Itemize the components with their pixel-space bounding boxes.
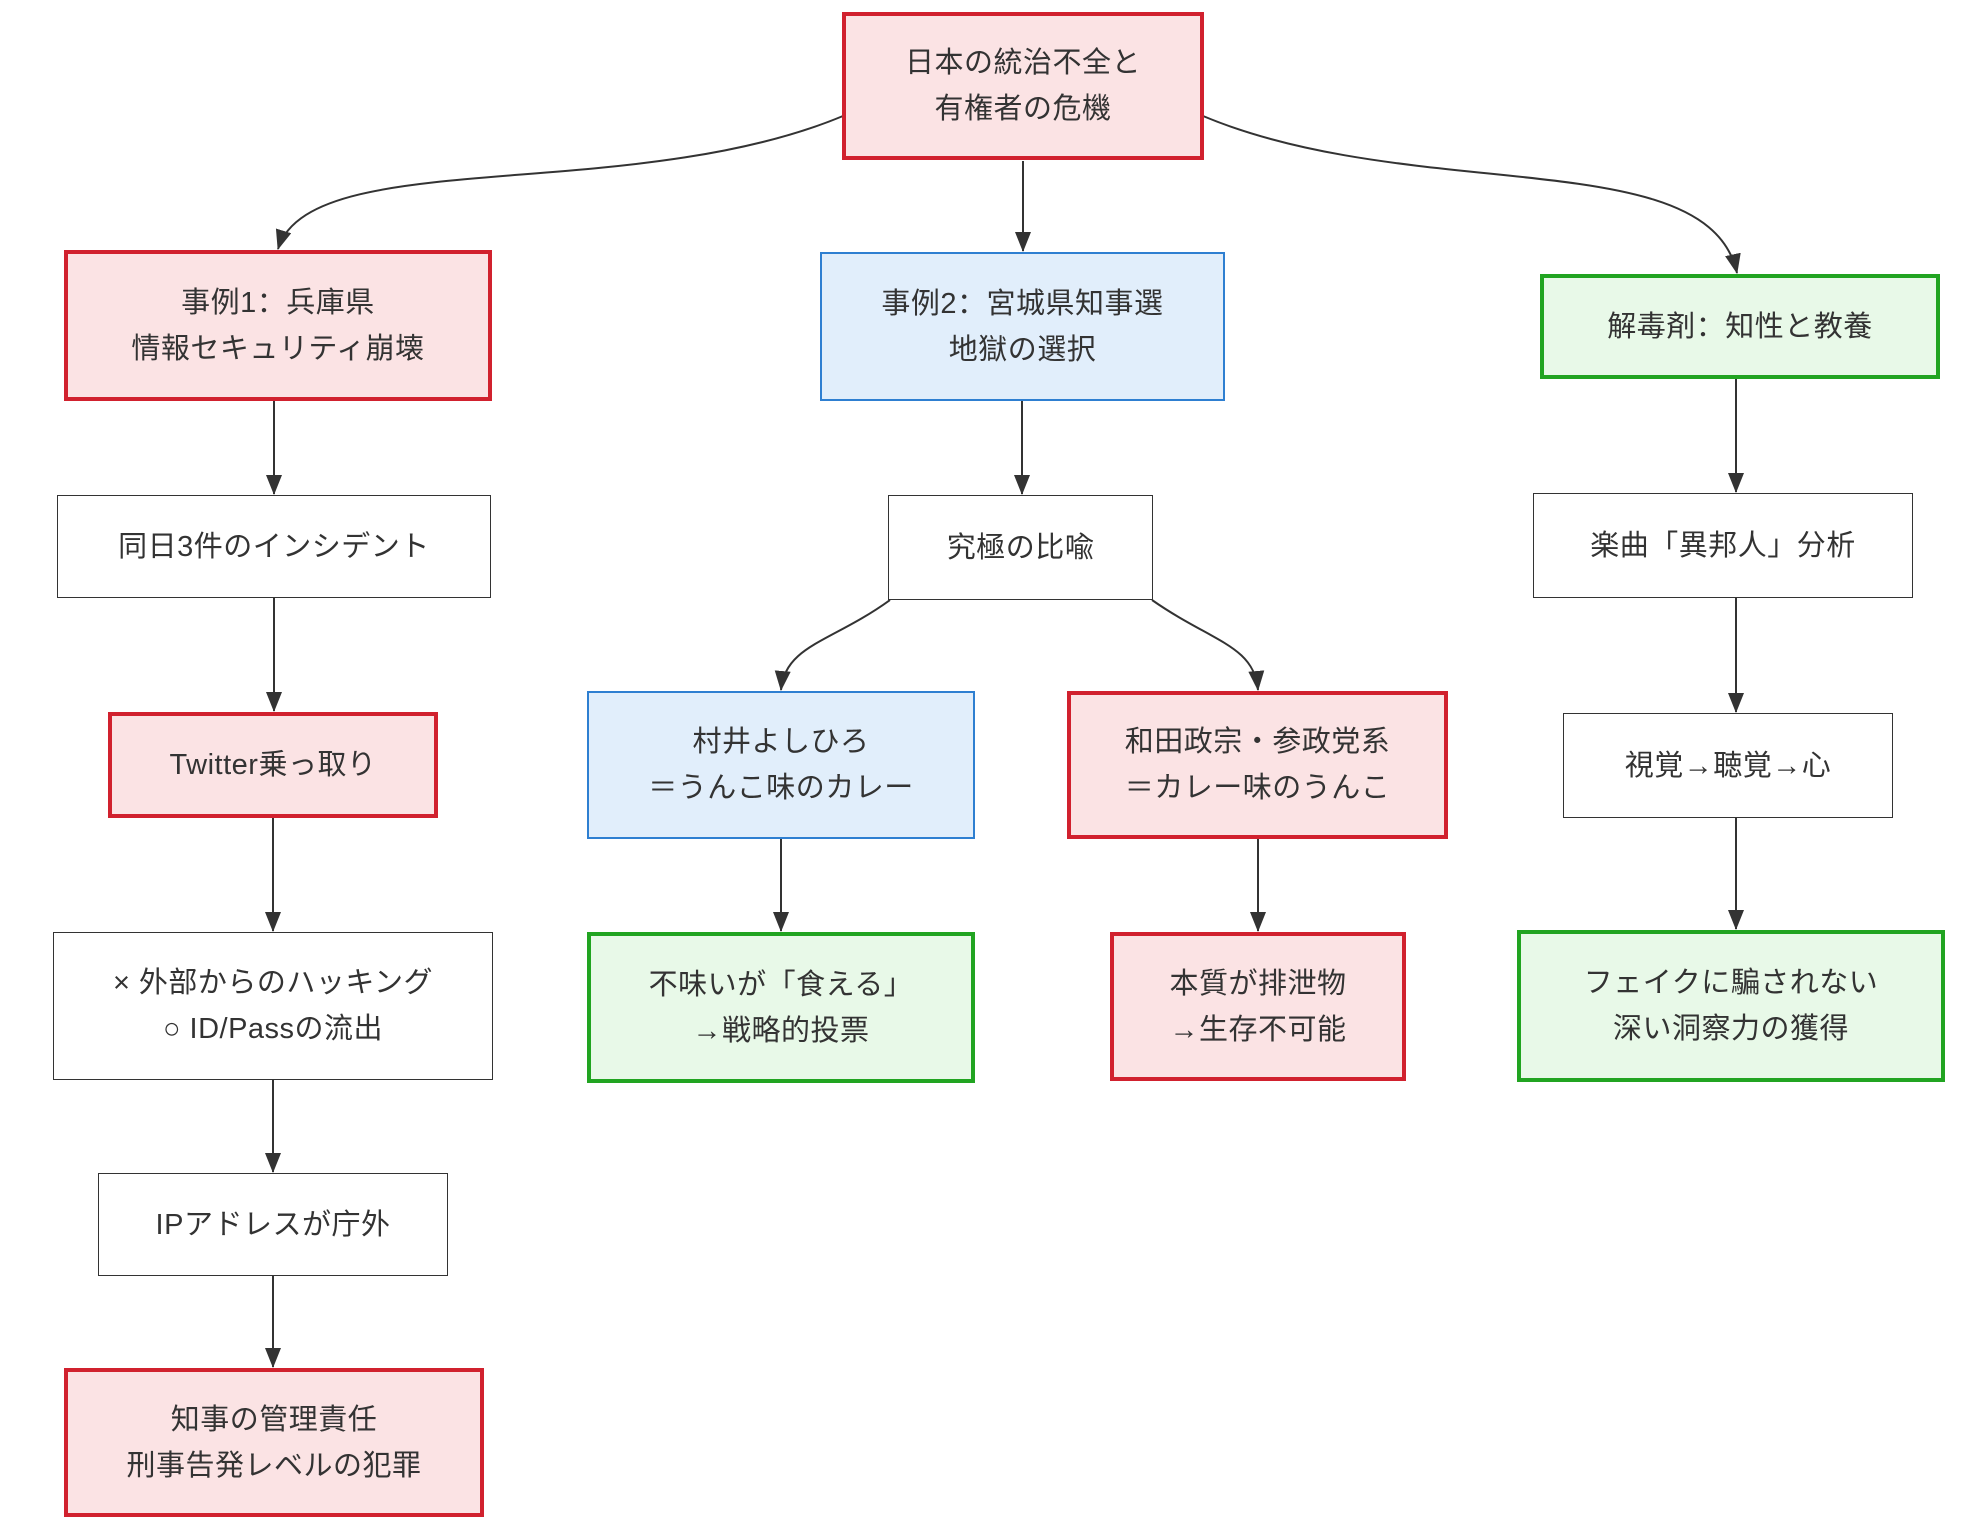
- node-case2-label: 事例2：宮城県知事選 地獄の選択: [881, 287, 1164, 366]
- node-case2: 事例2：宮城県知事選 地獄の選択: [820, 252, 1225, 401]
- node-senses-label: 視覚→聴覚→心: [1624, 749, 1832, 782]
- node-wada-label: 和田政宗・参政党系 ＝カレー味のうんこ: [1124, 726, 1391, 804]
- node-murai-label: 村井よしひろ ＝うんこ味のカレー: [648, 726, 914, 804]
- node-hacking-label: × 外部からのハッキング ○ ID/Passの流出: [112, 967, 434, 1045]
- node-hacking: × 外部からのハッキング ○ ID/Passの流出: [53, 932, 493, 1080]
- node-insight: フェイクに騙されない 深い洞察力の獲得: [1517, 930, 1945, 1082]
- node-case1: 事例1：兵庫県 情報セキュリティ崩壊: [64, 250, 492, 401]
- node-edible: 不味いが「食える」 →戦略的投票: [587, 932, 975, 1083]
- edge-root-case1: [276, 115, 844, 250]
- node-murai: 村井よしひろ ＝うんこ味のカレー: [587, 691, 975, 839]
- node-song: 楽曲「異邦人」分析: [1533, 493, 1913, 598]
- edge-metaphor-murai: [774, 599, 891, 691]
- node-twitter: Twitter乗っ取り: [108, 712, 438, 818]
- node-song-label: 楽曲「異邦人」分析: [1590, 529, 1856, 562]
- edge-metaphor-wada: [1151, 599, 1265, 691]
- node-responsibility-label: 知事の管理責任 刑事告発レベルの犯罪: [126, 1403, 422, 1482]
- node-metaphor-label: 究極の比喩: [946, 531, 1095, 564]
- node-ip-label: IPアドレスが庁外: [155, 1208, 391, 1241]
- node-inedible: 本質が排泄物 →生存不可能: [1110, 932, 1406, 1081]
- node-ip: IPアドレスが庁外: [98, 1173, 448, 1276]
- edge-root-antidote: [1202, 115, 1741, 274]
- node-responsibility: 知事の管理責任 刑事告発レベルの犯罪: [64, 1368, 484, 1517]
- node-incidents-label: 同日3件のインシデント: [118, 530, 430, 563]
- node-metaphor: 究極の比喩: [888, 495, 1153, 600]
- node-root-label: 日本の統治不全と 有権者の危機: [904, 47, 1141, 125]
- node-case1-label: 事例1：兵庫県 情報セキュリティ崩壊: [131, 286, 425, 365]
- node-senses: 視覚→聴覚→心: [1563, 713, 1893, 818]
- node-inedible-label: 本質が排泄物 →生存不可能: [1169, 967, 1347, 1046]
- node-incidents: 同日3件のインシデント: [57, 495, 491, 598]
- node-edible-label: 不味いが「食える」 →戦略的投票: [648, 968, 914, 1047]
- node-antidote-label: 解毒剤：知性と教養: [1607, 310, 1873, 343]
- node-wada: 和田政宗・参政党系 ＝カレー味のうんこ: [1067, 691, 1448, 839]
- node-antidote: 解毒剤：知性と教養: [1540, 274, 1940, 379]
- node-root: 日本の統治不全と 有権者の危機: [842, 12, 1204, 160]
- node-twitter-label: Twitter乗っ取り: [169, 749, 377, 781]
- node-insight-label: フェイクに騙されない 深い洞察力の獲得: [1583, 967, 1879, 1045]
